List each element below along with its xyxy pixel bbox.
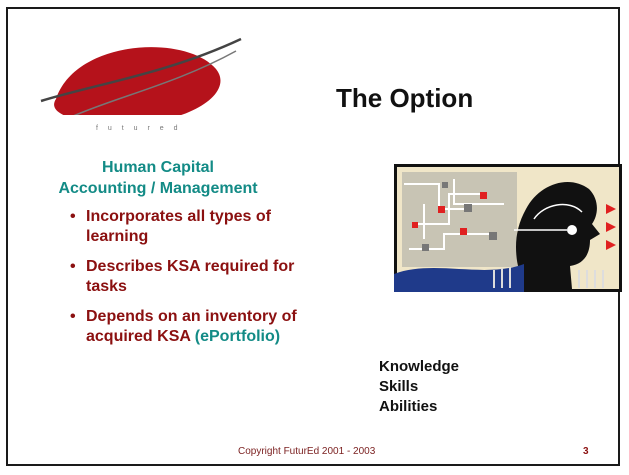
svg-text:f u t u r e d: f u t u r e d	[96, 125, 181, 132]
bullet-icon: •	[70, 308, 76, 325]
ksa-knowledge: Knowledge	[379, 358, 460, 375]
ksa-abilities: Abilities	[379, 398, 438, 415]
bullet-highlight: (ePortfolio)	[194, 328, 281, 345]
ksa-skills: Skills	[379, 378, 419, 395]
bullet-text: Incorporates all types of learning	[86, 208, 271, 245]
bullet-icon: •	[70, 258, 76, 275]
subheading: Human Capital Accounting / Management	[58, 159, 258, 197]
bullet-text: Describes KSA required for tasks	[86, 258, 295, 295]
bullet-text: Depends on an inventory of acquired KSA	[86, 308, 297, 345]
copyright-footer: Copyright FuturEd 2001 - 2003	[238, 446, 376, 457]
futured-logo: f u t u r e d	[40, 37, 242, 137]
bullet-list: • Incorporates all types of learning • D…	[70, 207, 300, 357]
bullet-item: • Incorporates all types of learning	[70, 207, 300, 247]
bullet-icon: •	[70, 208, 76, 225]
bullet-item: • Depends on an inventory of acquired KS…	[70, 307, 300, 347]
slide-frame: f u t u r e d The Option Human Capital A…	[6, 7, 622, 466]
page-number: 3	[583, 446, 589, 457]
bullet-item: • Describes KSA required for tasks	[70, 257, 300, 297]
ksa-list: Knowledge Skills Abilities	[379, 357, 459, 417]
slide-title: The Option	[336, 83, 474, 113]
head-circuit-clipart	[394, 164, 622, 292]
